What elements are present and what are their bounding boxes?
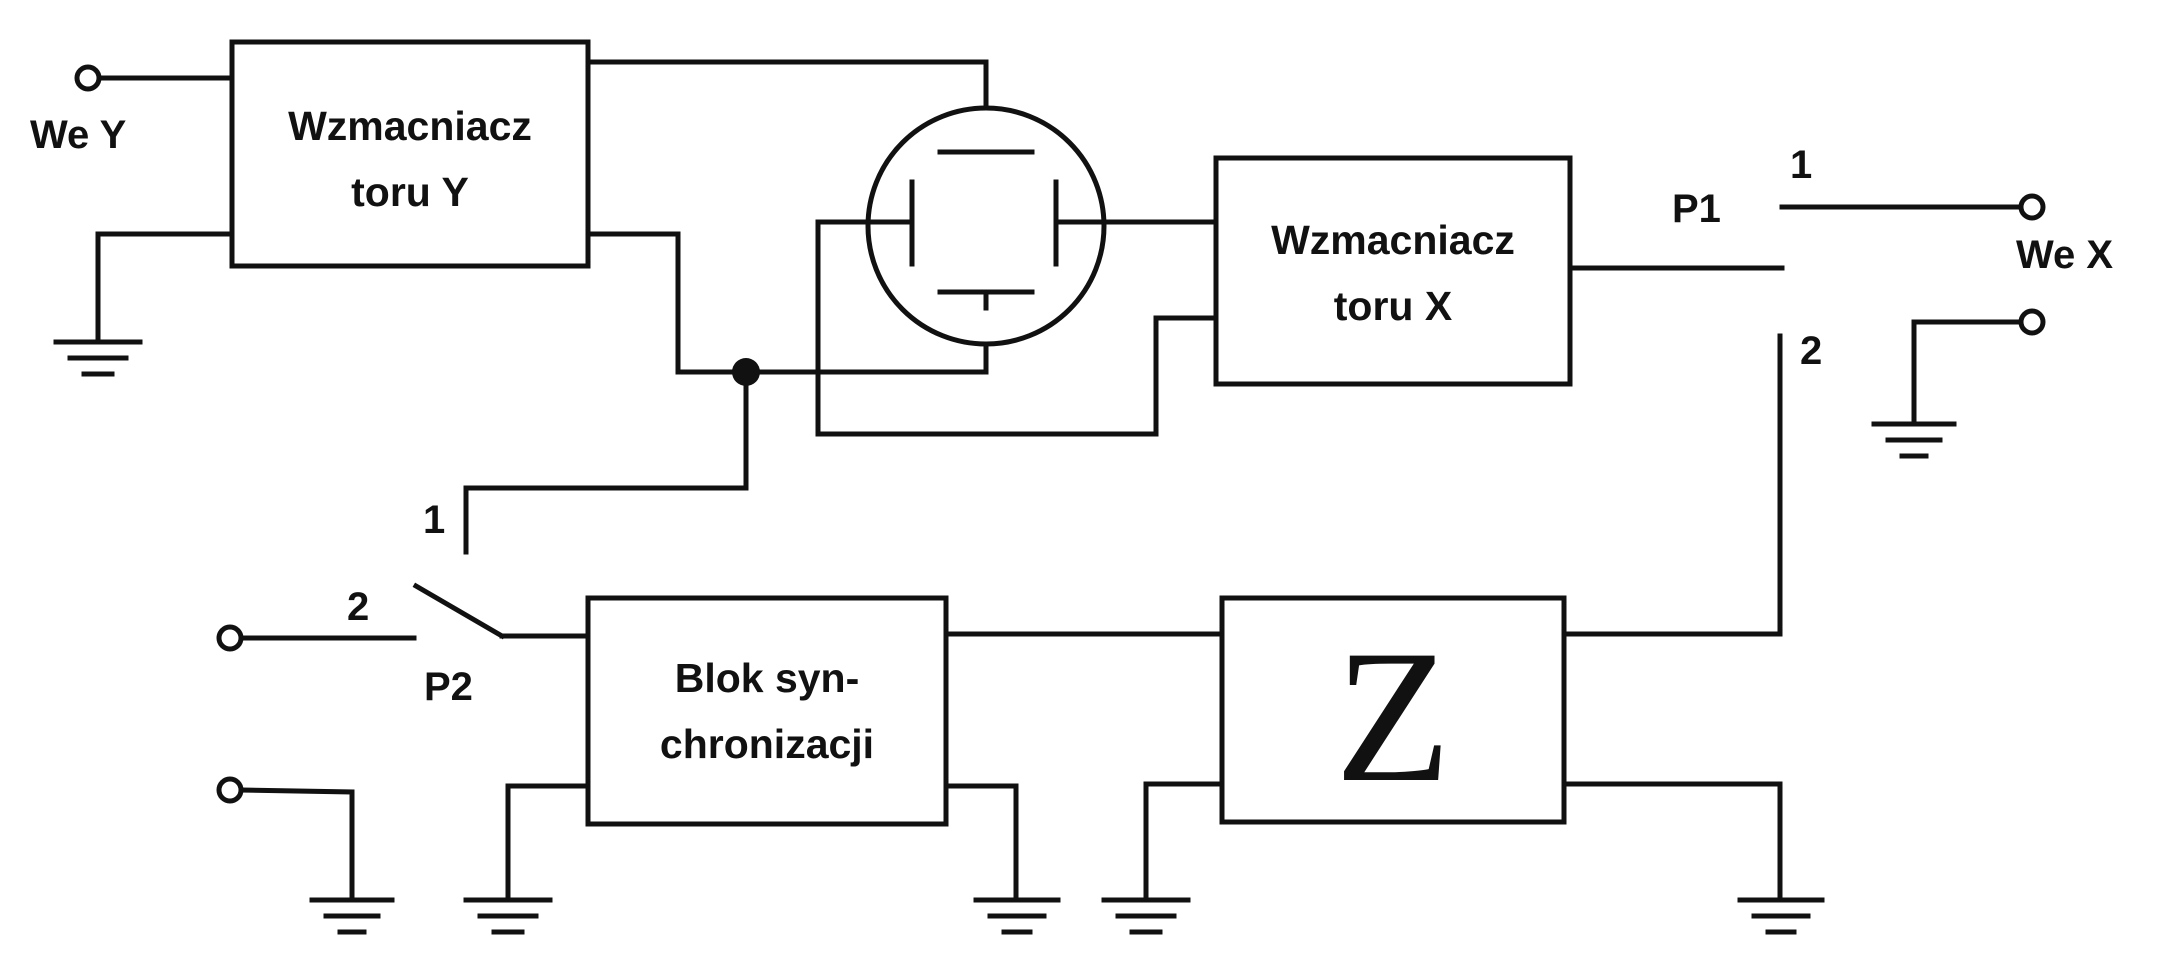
p1-pos1-label: 1 (1790, 143, 1812, 187)
z-label: Z (1335, 612, 1451, 822)
p2-pos1-label: 1 (423, 498, 445, 542)
input-x-label: We X (2016, 233, 2113, 277)
ground-symbol-input-y (53, 339, 143, 377)
p2-pos2-label: 2 (347, 585, 369, 629)
p2-external-terminal (216, 624, 244, 652)
input-x-ground-wiring (1871, 319, 2023, 459)
sync-block: Blok syn- chronizacji (585, 595, 949, 827)
amplifier-x-line1: Wzmacniacz (1271, 217, 1515, 263)
junction-dot (732, 358, 760, 386)
sync-block-wiring (463, 631, 1225, 935)
p1-label: P1 (1672, 187, 1721, 231)
z-block-wiring (1101, 333, 1825, 935)
amplifier-y-line1: Wzmacniacz (288, 103, 532, 149)
amplifier-x-block: Wzmacniacz toru X (1213, 155, 1573, 387)
amplifier-y-line2: toru Y (351, 169, 469, 215)
input-y-terminal (74, 64, 102, 92)
sync-feed-wiring (463, 369, 749, 555)
p2-label: P2 (424, 665, 473, 709)
input-y-wiring (95, 75, 235, 341)
x-plate-wiring (815, 219, 1219, 437)
lower-left-terminal (216, 776, 244, 804)
p1-pos2-label: 2 (1800, 329, 1822, 373)
sync-line2: chronizacji (660, 721, 874, 767)
input-x-ground-terminal (2018, 308, 2046, 336)
amplifier-x-line2: toru X (1334, 283, 1452, 329)
z-block: Z (1219, 595, 1567, 825)
sync-line1: Blok syn- (675, 655, 860, 701)
switch-p1 (1561, 204, 2023, 271)
crt-tube (865, 105, 1219, 347)
switch-p2 (227, 582, 591, 641)
lower-left-ground-wiring (239, 787, 395, 935)
amplifier-y-block: Wzmacniacz toru Y (229, 39, 591, 269)
input-x-terminal (2018, 193, 2046, 221)
input-y-label: We Y (30, 113, 127, 157)
